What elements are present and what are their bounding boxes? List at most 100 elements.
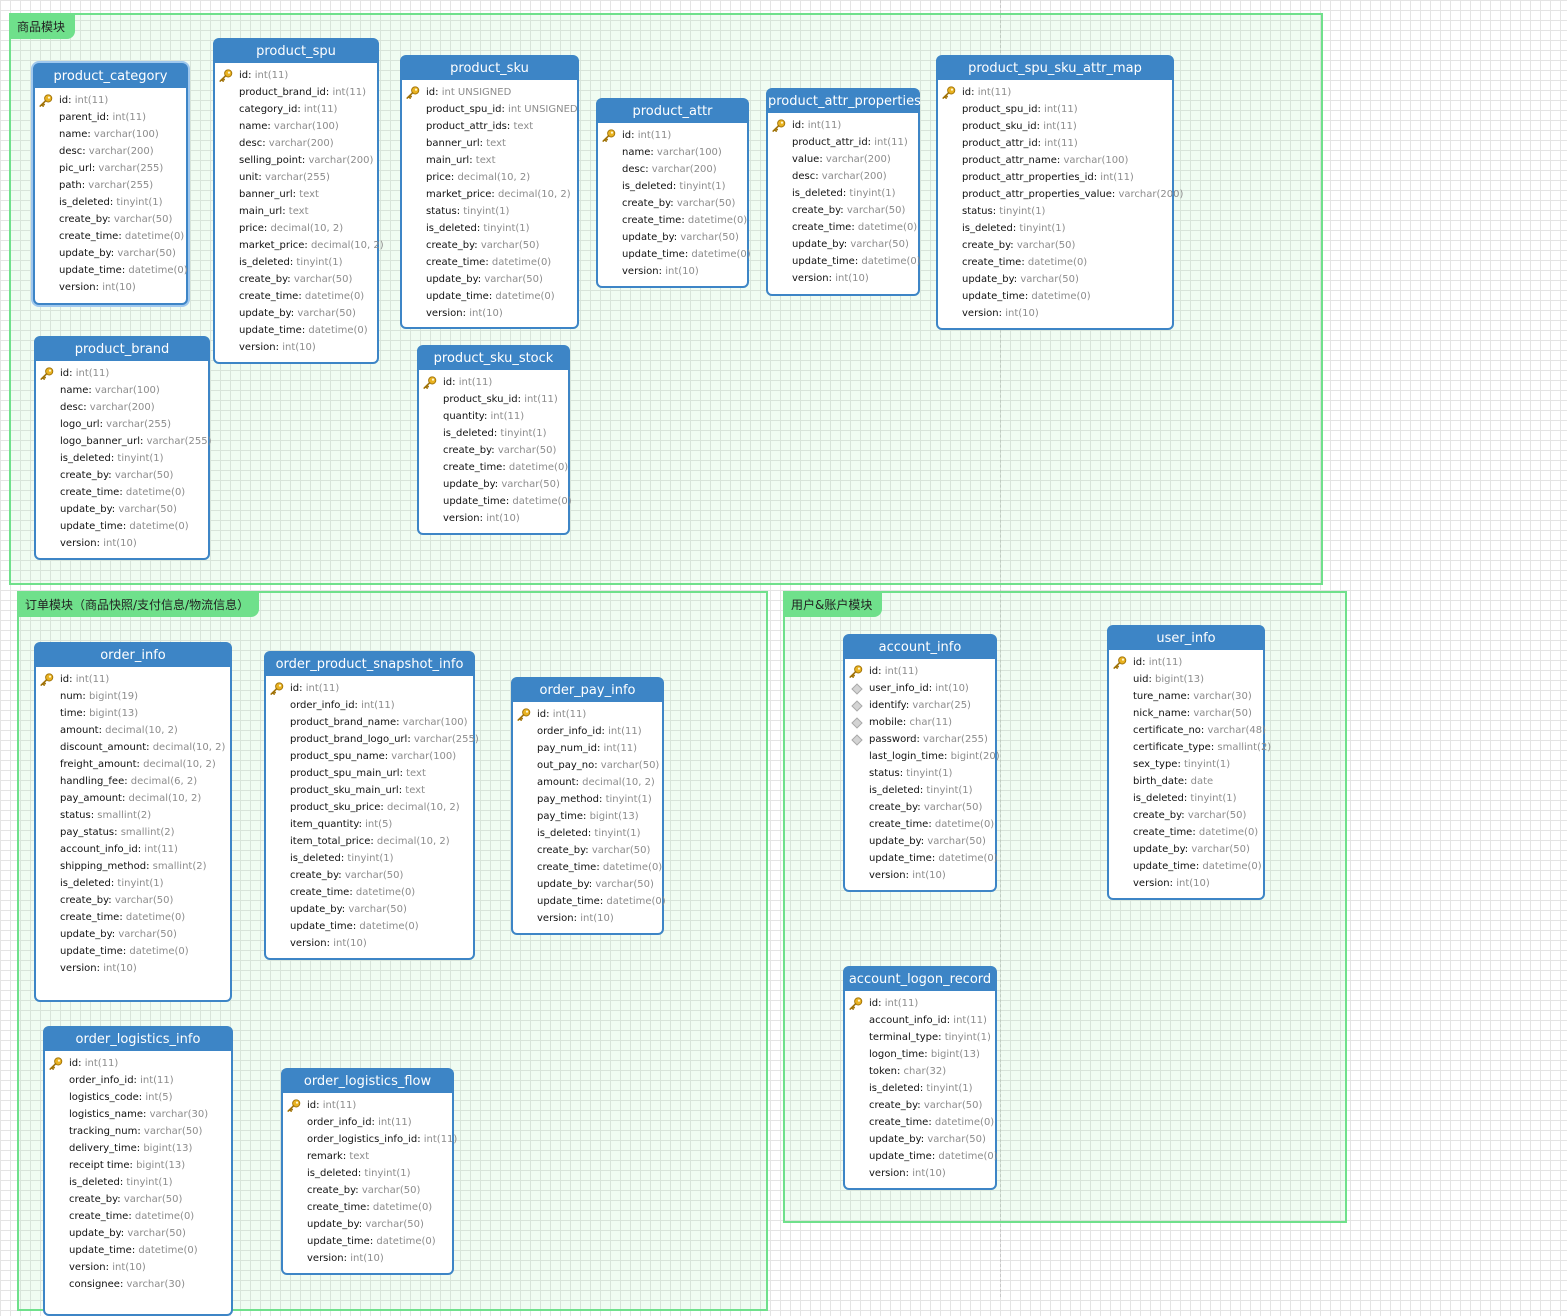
field-row[interactable]: update_time: datetime(0): [266, 918, 473, 935]
field-row[interactable]: create_by: varchar(50): [845, 1097, 995, 1114]
field-row[interactable]: update_by: varchar(50): [45, 1225, 231, 1242]
field-row[interactable]: name: varchar(100): [215, 118, 377, 135]
field-row[interactable]: main_url: text: [215, 203, 377, 220]
field-row[interactable]: id: int(11): [266, 680, 473, 697]
field-row[interactable]: version: int(10): [419, 510, 568, 527]
field-row[interactable]: product_spu_name: varchar(100): [266, 748, 473, 765]
field-row[interactable]: is_deleted: tinyint(1): [598, 178, 747, 195]
field-row[interactable]: create_by: varchar(50): [938, 237, 1172, 254]
field-row[interactable]: certificate_no: varchar(48): [1109, 722, 1266, 739]
field-row[interactable]: update_by: varchar(50): [845, 833, 995, 850]
field-row[interactable]: terminal_type: tinyint(1): [845, 1029, 995, 1046]
field-row[interactable]: create_by: varchar(50): [36, 892, 230, 909]
field-row[interactable]: id: int(11): [419, 374, 568, 391]
field-row[interactable]: update_time: datetime(0): [938, 288, 1172, 305]
field-row[interactable]: create_by: varchar(50): [768, 202, 918, 219]
field-row[interactable]: id: int UNSIGNED: [402, 84, 577, 101]
field-row[interactable]: ture_name: varchar(30): [1109, 688, 1263, 705]
field-row[interactable]: product_brand_name: varchar(100): [266, 714, 473, 731]
field-row[interactable]: is_deleted: tinyint(1): [402, 220, 577, 237]
field-row[interactable]: create_by: varchar(50): [215, 271, 377, 288]
field-row[interactable]: pay_method: tinyint(1): [513, 791, 662, 808]
field-row[interactable]: create_time: datetime(0): [513, 859, 662, 876]
field-row[interactable]: id: int(11): [36, 671, 230, 688]
field-row[interactable]: version: int(10): [598, 263, 747, 280]
field-row[interactable]: amount: decimal(10, 2): [36, 722, 230, 739]
field-row[interactable]: desc: varchar(200): [35, 143, 186, 160]
field-row[interactable]: pay_amount: decimal(10, 2): [36, 790, 230, 807]
field-row[interactable]: update_by: varchar(50): [402, 271, 577, 288]
field-row[interactable]: create_time: datetime(0): [1109, 824, 1263, 841]
field-row[interactable]: create_by: varchar(50): [45, 1191, 231, 1208]
field-row[interactable]: product_attr_ids: text: [402, 118, 577, 135]
field-row[interactable]: product_attr_properties_id: int(11): [938, 169, 1172, 186]
field-row[interactable]: id: int(11): [938, 84, 1172, 101]
field-row[interactable]: amount: decimal(10, 2): [513, 774, 662, 791]
field-row[interactable]: update_time: datetime(0): [402, 288, 577, 305]
field-row[interactable]: version: int(10): [768, 270, 918, 287]
field-row[interactable]: product_sku_id: int(11): [419, 391, 568, 408]
field-row[interactable]: version: int(10): [845, 867, 995, 884]
field-row[interactable]: update_by: varchar(50): [36, 501, 208, 518]
field-row[interactable]: id: int(11): [215, 67, 377, 84]
field-row[interactable]: is_deleted: tinyint(1): [266, 850, 473, 867]
field-row[interactable]: update_by: varchar(50): [36, 926, 230, 943]
field-row[interactable]: id: int(11): [1109, 654, 1263, 671]
field-row[interactable]: value: varchar(200): [768, 151, 918, 168]
field-row[interactable]: product_spu_main_url: text: [266, 765, 473, 782]
field-row[interactable]: account_info_id: int(11): [36, 841, 230, 858]
field-row[interactable]: create_time: datetime(0): [35, 228, 186, 245]
field-row[interactable]: is_deleted: tinyint(1): [513, 825, 662, 842]
field-row[interactable]: update_time: datetime(0): [35, 262, 188, 279]
field-row[interactable]: is_deleted: tinyint(1): [215, 254, 377, 271]
field-row[interactable]: id: int(11): [598, 127, 747, 144]
field-row[interactable]: update_time: datetime(0): [36, 518, 208, 535]
field-row[interactable]: banner_url: text: [215, 186, 377, 203]
field-row[interactable]: update_by: varchar(50): [1109, 841, 1263, 858]
field-row[interactable]: unit: varchar(255): [215, 169, 377, 186]
field-row[interactable]: product_spu_id: int UNSIGNED: [402, 101, 578, 118]
field-row[interactable]: id: int(11): [283, 1097, 452, 1114]
field-row[interactable]: is_deleted: tinyint(1): [1109, 790, 1263, 807]
field-row[interactable]: selling_point: varchar(200): [215, 152, 377, 169]
field-row[interactable]: shipping_method: smallint(2): [36, 858, 230, 875]
field-row[interactable]: delivery_time: bigint(13): [45, 1140, 231, 1157]
field-row[interactable]: create_by: varchar(50): [1109, 807, 1263, 824]
field-row[interactable]: is_deleted: tinyint(1): [938, 220, 1172, 237]
field-row[interactable]: nick_name: varchar(50): [1109, 705, 1263, 722]
field-row[interactable]: logistics_name: varchar(30): [45, 1106, 231, 1123]
field-row[interactable]: is_deleted: tinyint(1): [36, 450, 208, 467]
field-row[interactable]: path: varchar(255): [35, 177, 186, 194]
field-row[interactable]: category_id: int(11): [215, 101, 377, 118]
field-row[interactable]: update_time: datetime(0): [513, 893, 666, 910]
field-row[interactable]: logo_url: varchar(255): [36, 416, 208, 433]
field-row[interactable]: update_by: varchar(50): [768, 236, 918, 253]
field-row[interactable]: birth_date: date: [1109, 773, 1263, 790]
field-row[interactable]: logo_banner_url: varchar(255): [36, 433, 211, 450]
field-row[interactable]: product_brand_logo_url: varchar(255): [266, 731, 479, 748]
field-row[interactable]: version: int(10): [845, 1165, 995, 1182]
field-row[interactable]: pay_status: smallint(2): [36, 824, 230, 841]
field-row[interactable]: pic_url: varchar(255): [35, 160, 186, 177]
field-row[interactable]: is_deleted: tinyint(1): [35, 194, 186, 211]
field-row[interactable]: update_by: varchar(50): [419, 476, 568, 493]
field-row[interactable]: desc: varchar(200): [768, 168, 918, 185]
field-row[interactable]: update_by: varchar(50): [35, 245, 186, 262]
field-row[interactable]: update_time: datetime(0): [215, 322, 377, 339]
field-row[interactable]: uid: bigint(13): [1109, 671, 1263, 688]
field-row[interactable]: version: int(10): [215, 339, 377, 356]
field-row[interactable]: main_url: text: [402, 152, 577, 169]
field-row[interactable]: name: varchar(100): [35, 126, 186, 143]
field-row[interactable]: create_by: varchar(50): [35, 211, 186, 228]
field-row[interactable]: is_deleted: tinyint(1): [45, 1174, 231, 1191]
field-row[interactable]: update_time: datetime(0): [598, 246, 751, 263]
field-row[interactable]: create_time: datetime(0): [845, 816, 995, 833]
